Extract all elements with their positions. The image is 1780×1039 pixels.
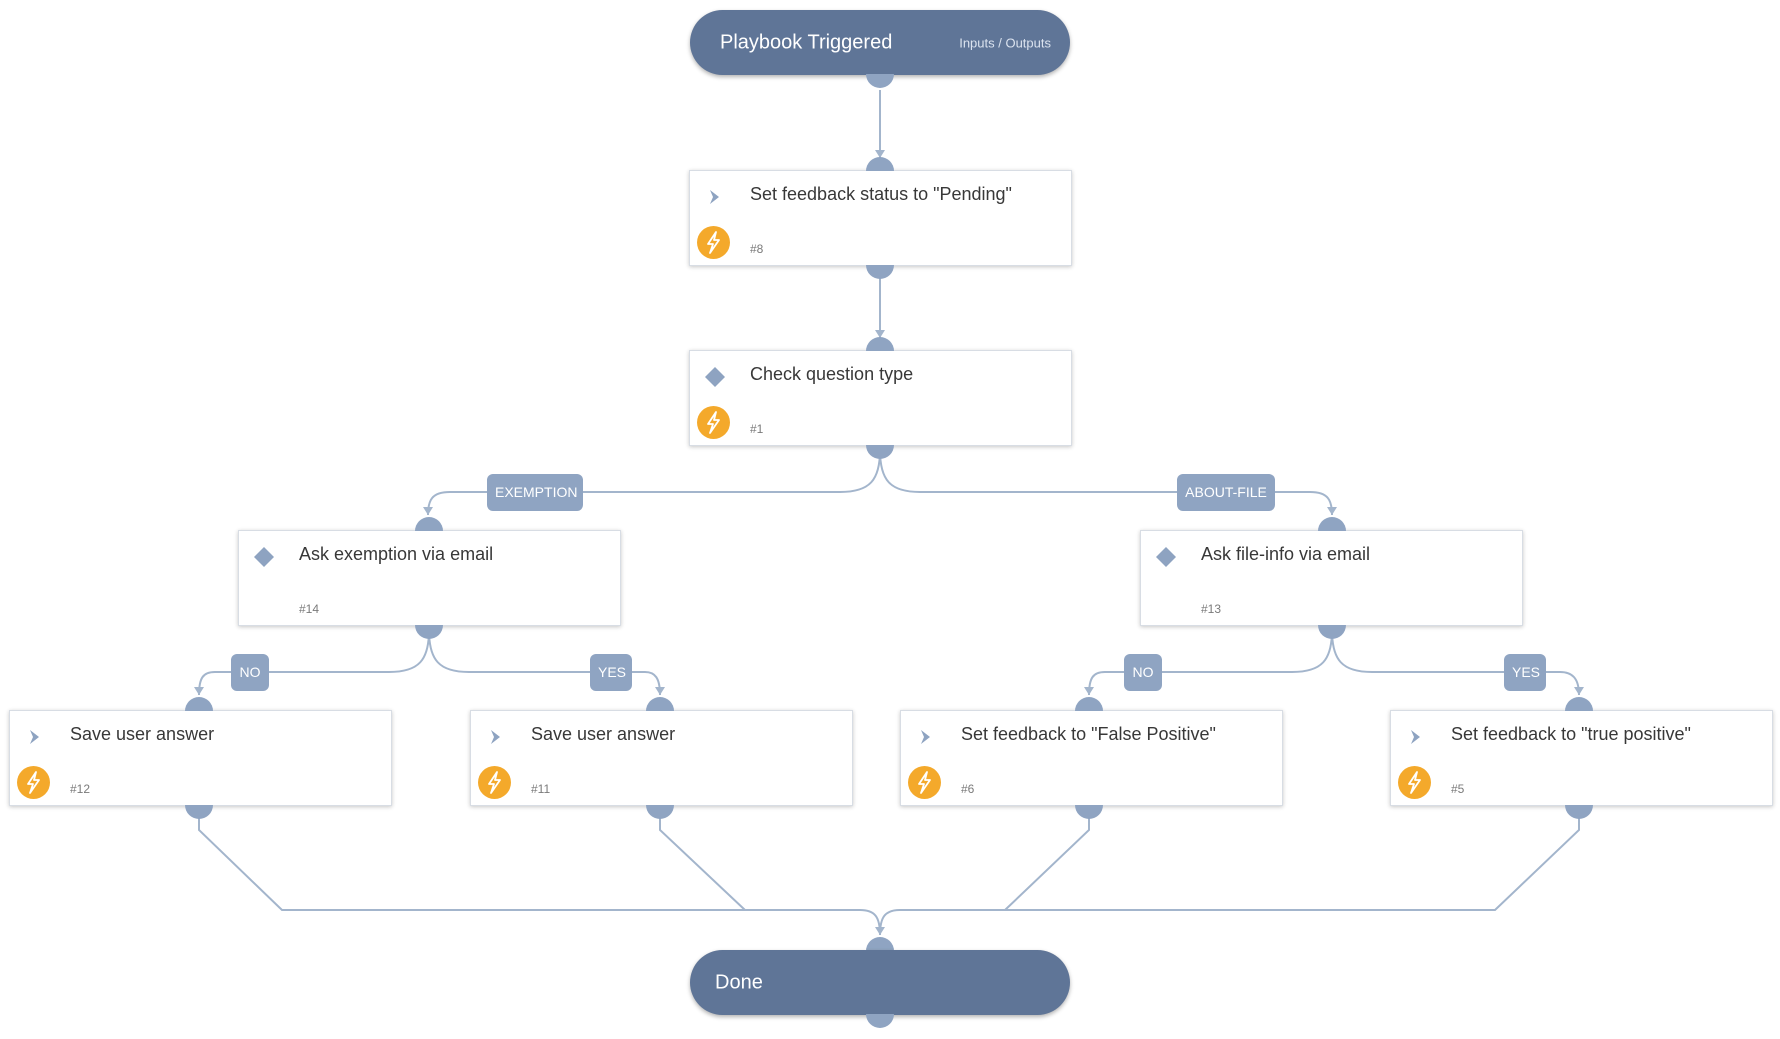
condition-label-yes[interactable]: YES [590, 654, 632, 691]
edge-12-to-done [198, 810, 881, 936]
port-1-out[interactable] [866, 445, 894, 459]
arrow-6 [1084, 687, 1094, 695]
condition-label-no[interactable]: NO [231, 654, 269, 691]
automation-bolt-icon [697, 226, 730, 259]
port-14-out[interactable] [415, 625, 443, 639]
arrow-8 [875, 150, 885, 158]
task-label: Ask file-info via email [1201, 544, 1371, 564]
automation-bolt-icon [17, 766, 50, 799]
task-node-6[interactable]: Set feedback to "False Positive" #6 [900, 710, 1283, 806]
port-done-in[interactable] [866, 937, 894, 951]
arrow-1 [875, 330, 885, 338]
task-number: #13 [1201, 602, 1222, 616]
port-6-out[interactable] [1075, 805, 1103, 819]
task-node-11[interactable]: Save user answer #11 [470, 710, 853, 806]
task-label: Ask exemption via email [299, 544, 494, 564]
edge-13-to-5 [1331, 629, 1580, 696]
task-label: Save user answer [70, 724, 215, 744]
task-label: Check question type [750, 364, 914, 384]
port-11-out[interactable] [646, 805, 674, 819]
task-node-5[interactable]: Set feedback to "true positive" #5 [1390, 710, 1773, 806]
condition-label-about-file[interactable]: ABOUT-FILE [1177, 474, 1275, 511]
arrow-12 [194, 687, 204, 695]
task-number: #12 [70, 782, 91, 796]
edge-13-to-6 [1088, 629, 1333, 696]
task-node-8[interactable]: Set feedback status to "Pending" #8 [689, 170, 1072, 266]
condition-label-yes[interactable]: YES [1504, 654, 1546, 691]
task-number: #6 [961, 782, 975, 796]
task-node-13[interactable]: Ask file-info via email #13 [1140, 530, 1523, 626]
task-number: #5 [1451, 782, 1465, 796]
port-5-out[interactable] [1565, 805, 1593, 819]
edge-5-to-done [879, 810, 1580, 936]
port-11-in[interactable] [646, 697, 674, 711]
edge-11-to-done [659, 810, 746, 911]
chevron-icon [30, 730, 39, 744]
port-start-out[interactable] [866, 74, 894, 88]
done-node-title: Done [715, 971, 763, 993]
condition-label-no[interactable]: NO [1124, 654, 1162, 691]
diamond-icon [705, 367, 725, 387]
task-number: #14 [299, 602, 320, 616]
task-label: Set feedback status to "Pending" [750, 184, 1012, 204]
task-node-12[interactable]: Save user answer #12 [9, 710, 392, 806]
port-8-in[interactable] [866, 157, 894, 171]
condition-label-exemption[interactable]: EXEMPTION [487, 474, 583, 511]
task-number: #11 [531, 782, 551, 796]
task-label: Set feedback to "False Positive" [961, 724, 1216, 744]
arrow-14 [423, 507, 433, 515]
edge-6-to-done [1004, 810, 1090, 911]
start-node-title: Playbook Triggered [720, 31, 893, 53]
automation-bolt-icon [908, 766, 941, 799]
edge-1-to-14 [427, 449, 881, 516]
arrow-5 [1574, 687, 1584, 695]
chevron-icon [710, 190, 719, 204]
task-number: #8 [750, 242, 764, 256]
done-node[interactable]: Done [690, 950, 1070, 1015]
arrow-11 [655, 687, 665, 695]
chevron-icon [491, 730, 500, 744]
port-12-out[interactable] [185, 805, 213, 819]
port-13-out[interactable] [1318, 625, 1346, 639]
port-done-out[interactable] [866, 1014, 894, 1028]
task-node-14[interactable]: Ask exemption via email #14 [238, 530, 621, 626]
port-14-in[interactable] [415, 517, 443, 531]
task-label: Save user answer [531, 724, 676, 744]
inputs-outputs-link[interactable]: Inputs / Outputs [959, 35, 1051, 50]
arrow-13 [1327, 507, 1337, 515]
task-number: #1 [750, 422, 764, 436]
arrow-done [875, 927, 885, 935]
port-13-in[interactable] [1318, 517, 1346, 531]
diamond-icon [254, 547, 274, 567]
port-5-in[interactable] [1565, 697, 1593, 711]
automation-bolt-icon [697, 406, 730, 439]
task-node-1[interactable]: Check question type #1 [689, 350, 1072, 446]
port-12-in[interactable] [185, 697, 213, 711]
port-6-in[interactable] [1075, 697, 1103, 711]
automation-bolt-icon [478, 766, 511, 799]
edge-1-to-13 [879, 449, 1333, 516]
start-node[interactable]: Playbook Triggered Inputs / Outputs [690, 10, 1070, 75]
edge-14-to-12 [198, 629, 430, 696]
task-label: Set feedback to "true positive" [1451, 724, 1691, 744]
diamond-icon [1156, 547, 1176, 567]
chevron-icon [1411, 730, 1420, 744]
chevron-icon [921, 730, 930, 744]
automation-bolt-icon [1398, 766, 1431, 799]
port-8-out[interactable] [866, 265, 894, 279]
edge-14-to-11 [428, 629, 661, 696]
port-1-in[interactable] [866, 337, 894, 351]
